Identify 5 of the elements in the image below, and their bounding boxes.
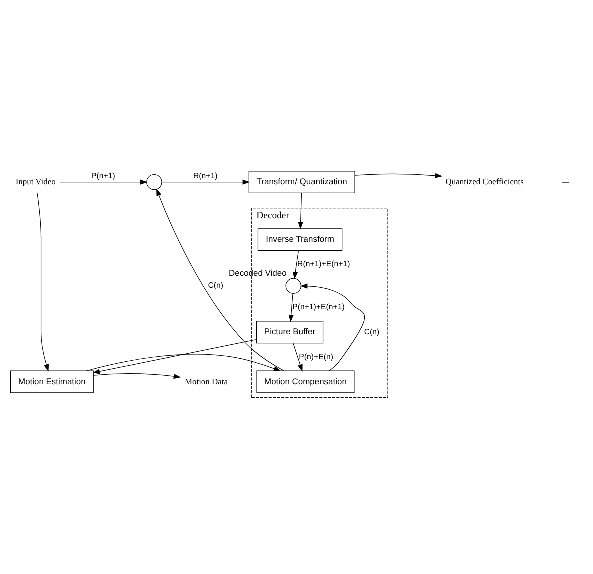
node-text: Quantized Coefficients xyxy=(446,176,524,187)
label: – xyxy=(562,174,570,188)
node-text: Input Video xyxy=(16,176,56,187)
node-label: Decoded Video xyxy=(229,268,287,278)
node-text: Motion Data xyxy=(184,376,228,386)
